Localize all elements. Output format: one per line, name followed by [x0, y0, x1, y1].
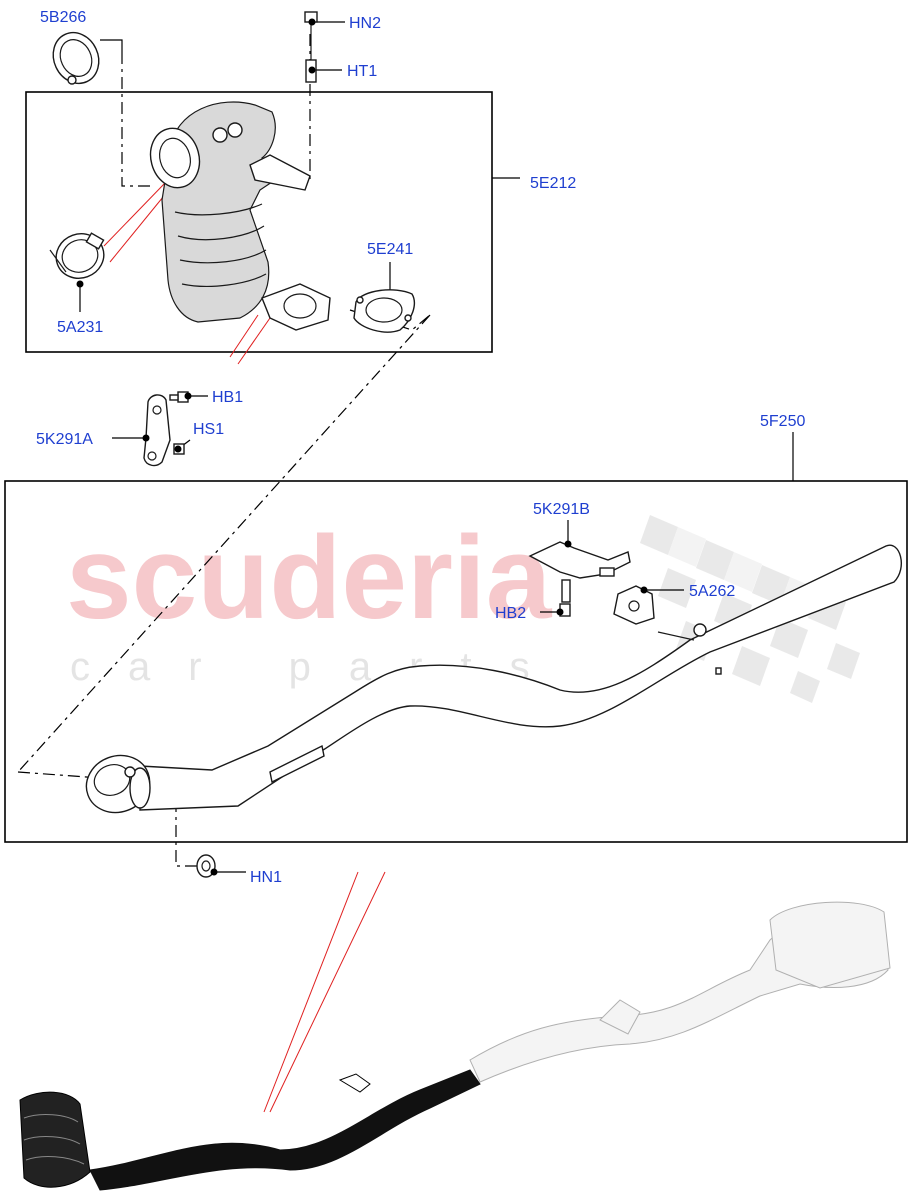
label-HB1: HB1: [212, 389, 243, 406]
label-5B266: 5B266: [40, 9, 86, 26]
stud-HT1-and-nut-HN2: [304, 11, 318, 83]
label-HB2: HB2: [495, 605, 526, 622]
front-exhaust-pipe-5F250: [85, 544, 902, 814]
bracket-5K291A: [142, 394, 171, 467]
leader-lines: [17, 21, 794, 873]
label-HN1: HN1: [250, 869, 282, 886]
label-HT1: HT1: [347, 63, 377, 80]
box-5F250-front-exhaust-pipe-group: [4, 480, 908, 843]
label-5A262: 5A262: [689, 583, 735, 600]
highlight-lines: [103, 182, 386, 1113]
label-5E212: 5E212: [530, 175, 576, 192]
nut-HN1: [196, 854, 218, 878]
bolt-HB2: [556, 603, 571, 617]
label-5E241: 5E241: [367, 241, 413, 258]
watermark-brand: scuderia: [66, 512, 553, 644]
label-5K291B: 5K291B: [533, 501, 590, 518]
label-5A231: 5A231: [57, 319, 103, 336]
bolt-HB1: [169, 391, 192, 403]
label-HN2: HN2: [349, 15, 381, 32]
bracket-5K291B: [528, 540, 631, 603]
gasket-5E241: [353, 289, 416, 333]
stud-HS1: [173, 443, 185, 455]
catalytic-converter-5E212: [149, 101, 331, 331]
label-HS1: HS1: [193, 421, 224, 438]
label-5K291A: 5K291A: [36, 431, 93, 448]
mount-isolator-5A262: [613, 585, 695, 641]
clamp-5A231: [49, 232, 105, 288]
gasket-5B266: [52, 31, 100, 85]
label-5F250: 5F250: [760, 413, 805, 430]
watermark-checker-flag: [640, 515, 860, 703]
system-overview-illustration: [19, 901, 891, 1191]
part-labels: 5B266 HN2 HT1 5E212 5E241 5A231 HB1 HS1 …: [36, 9, 805, 886]
box-5E212-catalytic-converter-group: [25, 91, 493, 353]
